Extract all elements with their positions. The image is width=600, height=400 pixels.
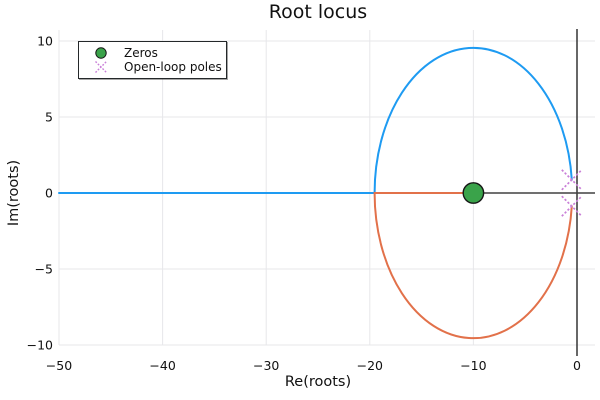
y-tick-label: 5 <box>45 110 53 125</box>
x-axis-label: Re(roots) <box>284 374 352 390</box>
pole-x-icon <box>95 61 107 73</box>
legend: Zeros Open-loop poles <box>78 41 227 79</box>
locus-upper-branch <box>58 46 573 194</box>
legend-label-zeros: Zeros <box>124 45 158 60</box>
locus-lower-branch <box>373 192 573 340</box>
legend-label-open-loop-poles: Open-loop poles <box>124 59 222 74</box>
legend-item-zeros: Zeros <box>91 46 220 60</box>
y-tick-label: 10 <box>37 34 53 49</box>
x-tick-label: −50 <box>46 358 72 373</box>
x-tick-label: 0 <box>573 358 581 373</box>
y-tick-label: −10 <box>27 338 53 353</box>
x-tick-label: −10 <box>460 358 486 373</box>
pole-marker-x <box>561 169 583 191</box>
zero-marker <box>462 182 485 204</box>
x-tick-label: −20 <box>357 358 383 373</box>
y-tick-label: 0 <box>45 186 53 201</box>
legend-item-open-loop-poles: Open-loop poles <box>91 59 222 74</box>
y-axis-label: Im(roots) <box>6 159 22 227</box>
x-tick-label: −40 <box>149 358 175 373</box>
y-tick-label: −5 <box>35 262 53 277</box>
page-title: Root locus <box>268 1 368 23</box>
zero-circle-icon <box>95 47 107 59</box>
x-tick-label: −30 <box>253 358 279 373</box>
pole-marker-x <box>561 195 583 217</box>
